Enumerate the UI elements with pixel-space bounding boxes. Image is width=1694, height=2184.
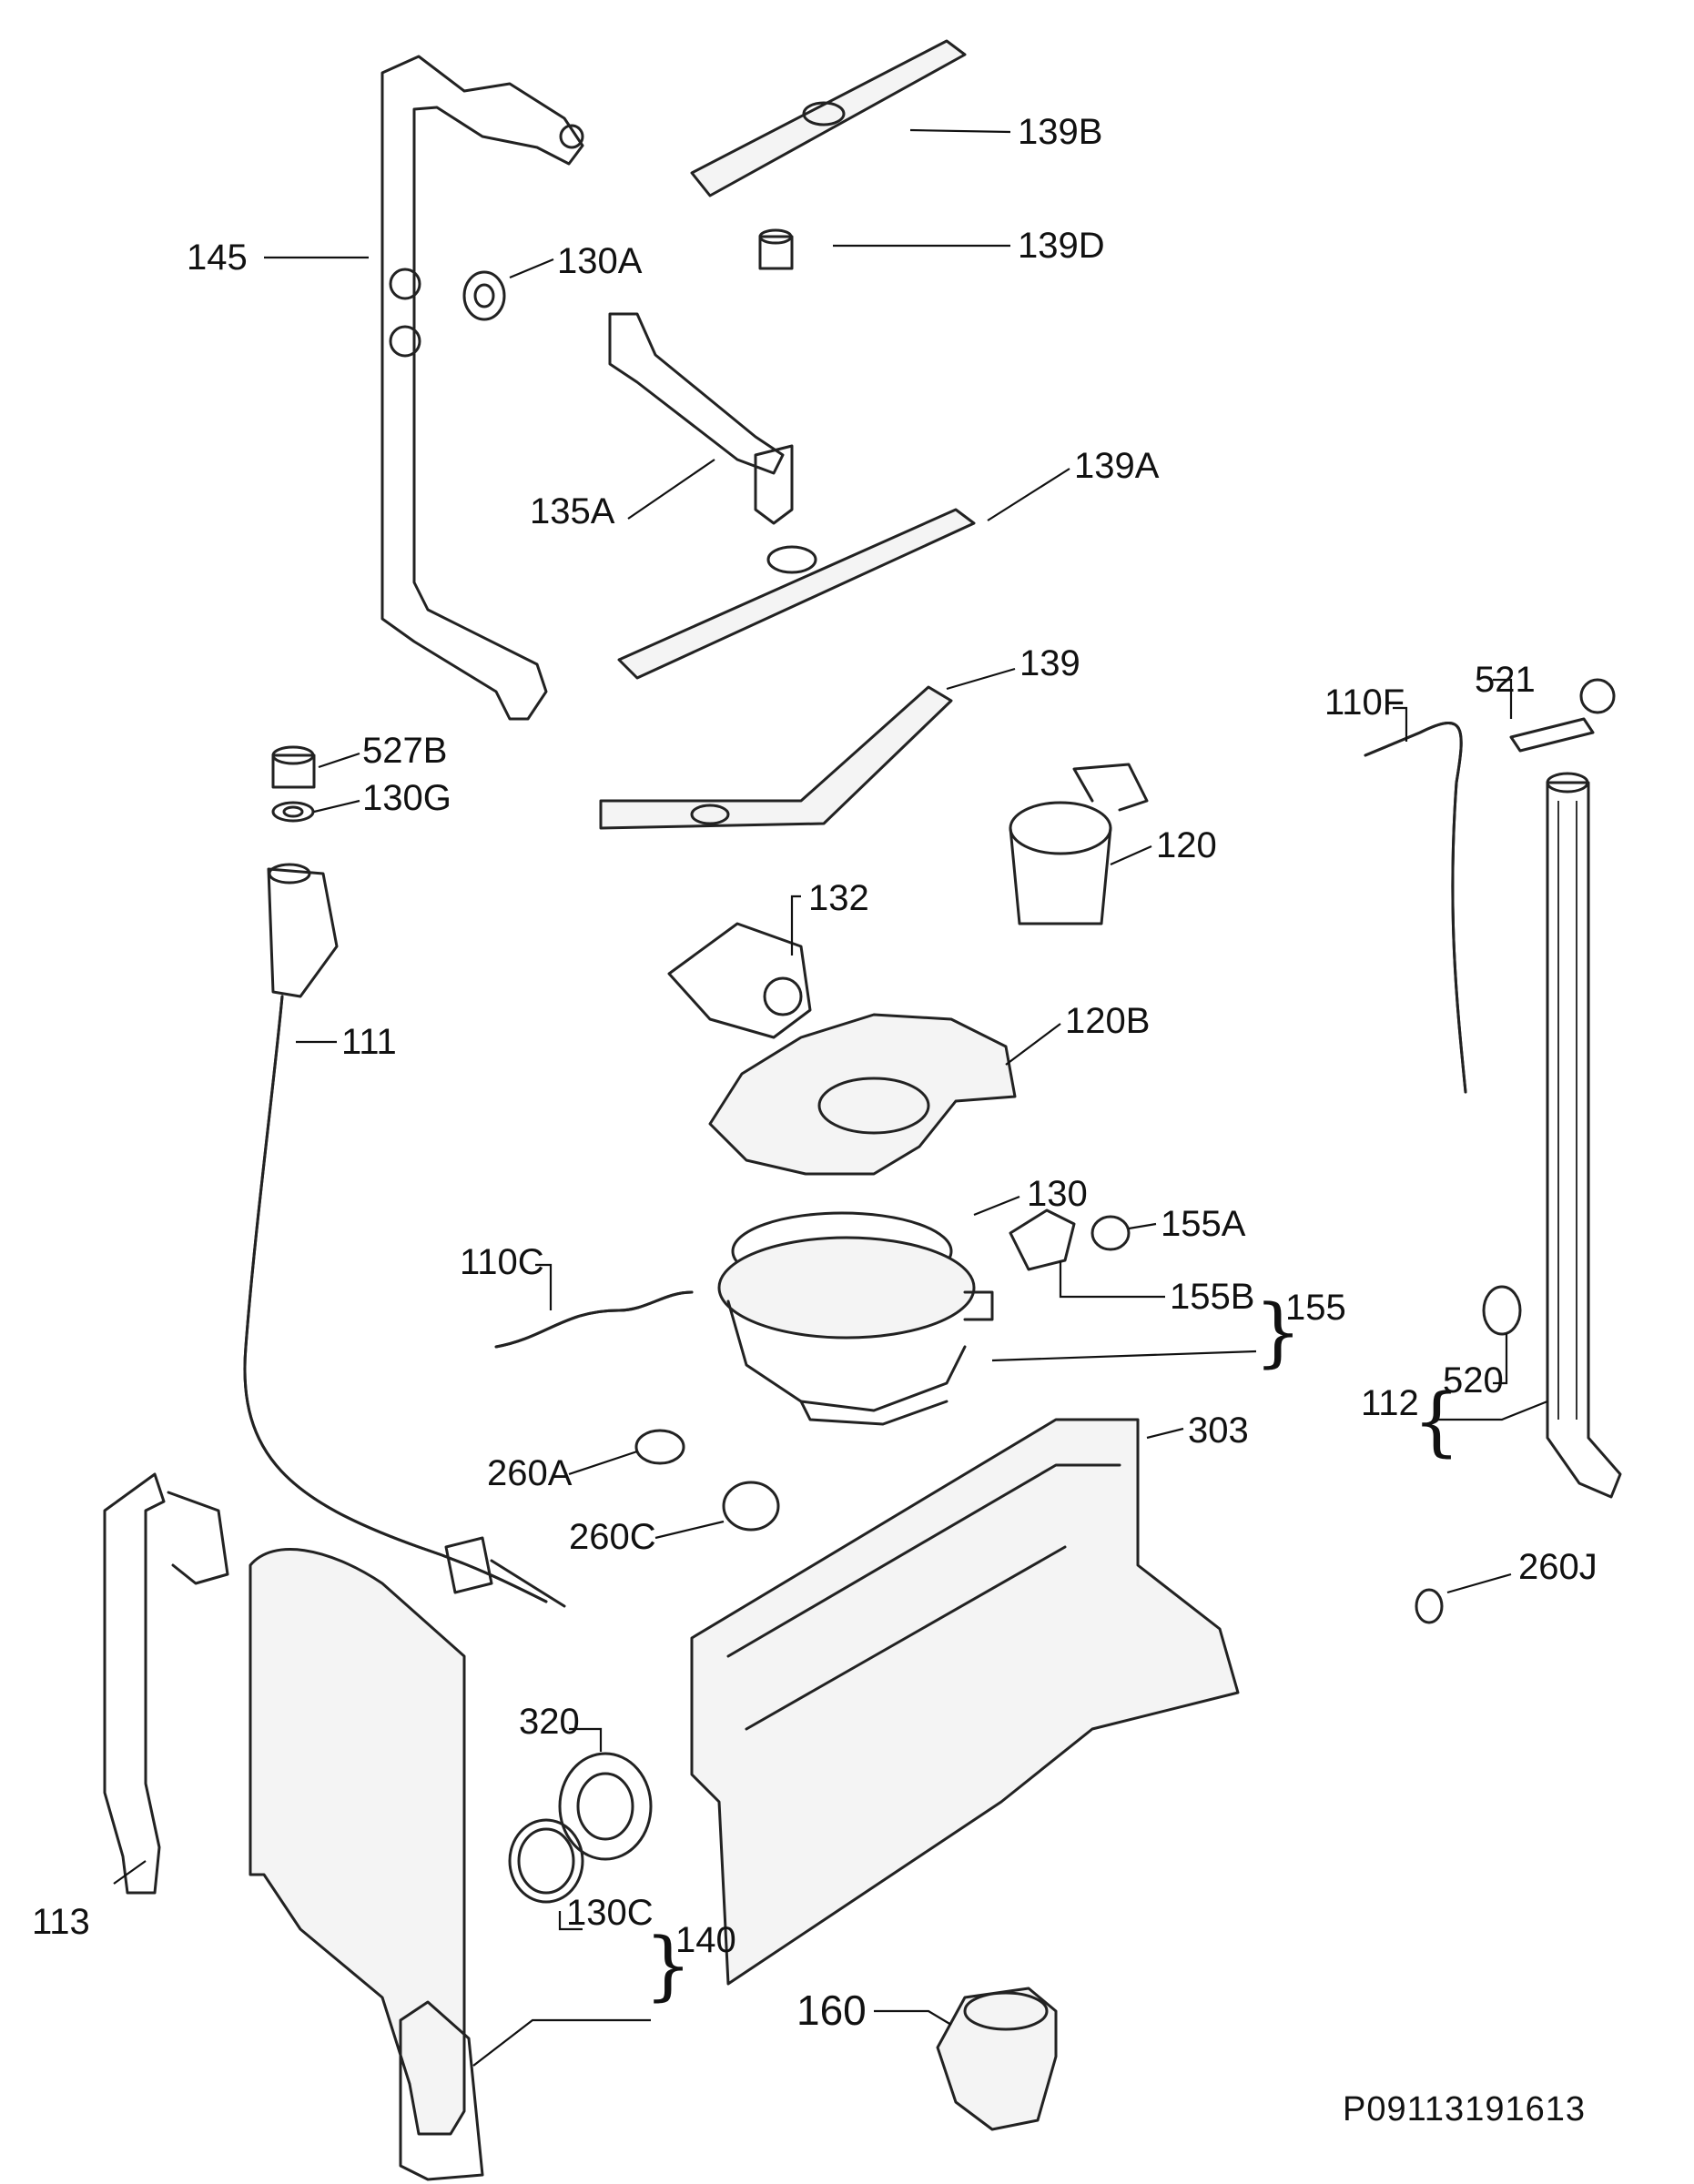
label-160: 160 bbox=[796, 1987, 867, 2034]
label-110F: 110F bbox=[1324, 682, 1405, 723]
part-139D-nut bbox=[758, 228, 794, 270]
label-140: 140 bbox=[675, 1920, 736, 1960]
part-260C-clamp bbox=[722, 1481, 780, 1532]
part-140-panel bbox=[249, 1548, 484, 2181]
label-130G: 130G bbox=[362, 778, 451, 818]
label-130A: 130A bbox=[557, 241, 643, 281]
label-527B: 527B bbox=[362, 731, 447, 771]
part-sump-155 bbox=[717, 1236, 994, 1426]
part-135A-bracket bbox=[608, 312, 794, 525]
label-303: 303 bbox=[1188, 1410, 1249, 1451]
label-155B: 155B bbox=[1170, 1277, 1254, 1317]
part-527B-plug bbox=[271, 745, 316, 789]
label-132: 132 bbox=[808, 878, 869, 918]
label-120: 120 bbox=[1156, 825, 1217, 865]
part-120-filter bbox=[1009, 763, 1149, 925]
part-113-duct bbox=[103, 1472, 229, 1895]
label-135A: 135A bbox=[530, 491, 615, 531]
drawing-code: P09113191613 bbox=[1343, 2090, 1586, 2128]
label-139A: 139A bbox=[1074, 446, 1160, 486]
part-111-hose bbox=[243, 863, 566, 1608]
label-155A: 155A bbox=[1161, 1204, 1246, 1244]
label-260J: 260J bbox=[1518, 1547, 1598, 1587]
label-112: 112 bbox=[1361, 1383, 1419, 1423]
label-520: 520 bbox=[1443, 1360, 1504, 1400]
label-111: 111 bbox=[341, 1022, 397, 1062]
label-139D: 139D bbox=[1018, 226, 1105, 266]
label-139B: 139B bbox=[1018, 112, 1102, 152]
part-130A-seal bbox=[462, 270, 506, 321]
label-260C: 260C bbox=[569, 1517, 656, 1557]
label-155: 155 bbox=[1285, 1288, 1346, 1328]
label-130: 130 bbox=[1027, 1174, 1088, 1214]
part-260A-clamp bbox=[634, 1429, 685, 1465]
label-320: 320 bbox=[519, 1702, 580, 1742]
label-521: 521 bbox=[1475, 660, 1536, 700]
brace-140: } bbox=[644, 1923, 692, 2009]
part-521-clip bbox=[1509, 678, 1616, 753]
part-155B-cover bbox=[1009, 1208, 1076, 1271]
part-labels: 145 130A 139B 139D 135A 139A 139 527B 13… bbox=[32, 112, 1598, 2128]
label-120B: 120B bbox=[1065, 1001, 1150, 1041]
part-112-drain-hose bbox=[1546, 772, 1622, 1499]
part-139-spray-arm bbox=[599, 685, 953, 830]
part-260J-clamp bbox=[1415, 1588, 1444, 1624]
label-130C: 130C bbox=[566, 1893, 654, 1933]
part-320-seal bbox=[558, 1752, 653, 1861]
part-130C-seal bbox=[508, 1818, 584, 1904]
part-110F-hose bbox=[1364, 722, 1467, 1094]
part-155A-cap bbox=[1090, 1215, 1131, 1251]
label-260A: 260A bbox=[487, 1453, 573, 1493]
part-139A-lower-spray-arm bbox=[617, 508, 976, 680]
brace-112: { bbox=[1413, 1379, 1460, 1465]
label-139: 139 bbox=[1019, 643, 1080, 683]
label-110C: 110C bbox=[460, 1242, 544, 1282]
part-110C-hose bbox=[494, 1290, 694, 1349]
part-130G-washer bbox=[271, 801, 315, 823]
label-113: 113 bbox=[32, 1902, 90, 1942]
label-145: 145 bbox=[187, 238, 248, 278]
part-132-sensor bbox=[667, 922, 812, 1039]
part-520-clamp bbox=[1482, 1285, 1522, 1336]
part-139B-upper-spray-arm bbox=[690, 39, 967, 197]
part-145-supply-tube bbox=[380, 55, 584, 721]
leader-lines bbox=[113, 128, 1548, 2067]
brace-155: } bbox=[1254, 1289, 1302, 1376]
part-303-base bbox=[690, 1418, 1240, 1986]
part-160-pump bbox=[936, 1987, 1058, 2131]
part-120B-filter-plate bbox=[708, 1013, 1017, 1176]
